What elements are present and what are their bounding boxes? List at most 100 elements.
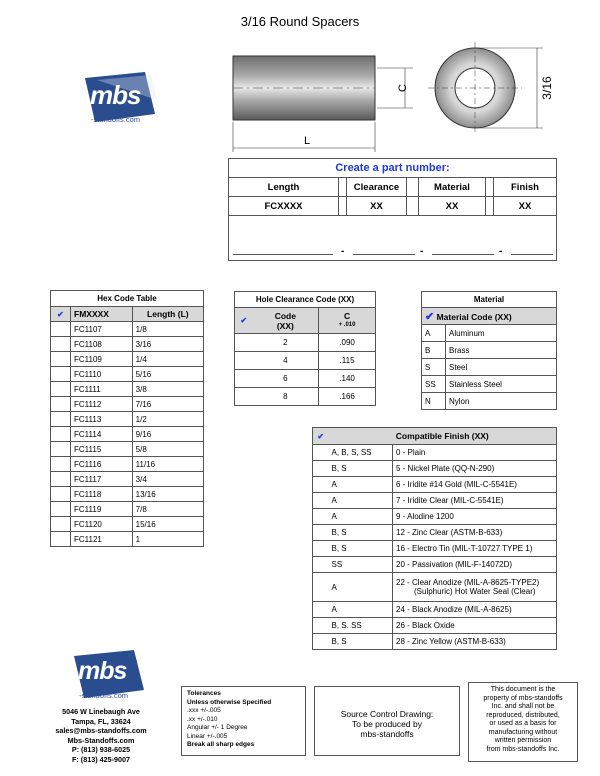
logo-mark: mbs (78, 657, 127, 685)
clearance-value: .090 (318, 333, 376, 352)
mbs-logo-icon (85, 72, 157, 122)
entry-line-clearance[interactable] (353, 254, 415, 255)
dim-c-label: C (397, 84, 409, 92)
material-code: N (421, 392, 446, 410)
material-code: SS (421, 375, 446, 393)
hex-length: 9/16 (131, 426, 205, 442)
entry-line-finish[interactable] (511, 254, 553, 255)
finish-materials: A, B, S, SS (328, 444, 393, 461)
code-finish: XX (518, 201, 532, 212)
clearance-value: .166 (318, 387, 376, 406)
entry-line-material[interactable] (432, 254, 494, 255)
hex-code: FC1110 (70, 366, 133, 382)
header-length: Length (229, 178, 339, 196)
clearance-code: 4 (252, 351, 320, 370)
hex-code: FC1107 (70, 321, 133, 337)
finish-description: 0 - Plain (392, 444, 557, 461)
company-address: 5046 W Linebaugh Ave Tampa, FL, 33624 sa… (55, 707, 147, 764)
hex-code: FC1116 (70, 456, 133, 472)
hex-length: 1 (131, 531, 205, 547)
code-length: FCXXXX (229, 197, 339, 215)
logo-url: -standoffs.com (91, 115, 141, 124)
finish-materials: B, S (328, 540, 393, 557)
mbs-logo-icon (74, 650, 144, 698)
finish-description: 26 - Black Oxide (392, 617, 557, 634)
hex-length: 1/8 (131, 321, 205, 337)
header-finish: Finish (511, 182, 539, 193)
hex-length: 3/8 (131, 381, 205, 397)
table-row: 6.140 (234, 369, 376, 388)
finish-materials: A (328, 492, 393, 509)
material-name: Nylon (445, 392, 557, 410)
hex-length: 7/16 (131, 396, 205, 412)
document-note: This document is the property of mbs-sta… (468, 682, 578, 762)
clearance-table-title: Hole Clearance Code (XX) (234, 291, 376, 308)
finish-materials: A (328, 508, 393, 525)
finish-description: 9 - Alodine 1200 (392, 508, 557, 525)
entry-line-length[interactable] (233, 254, 333, 255)
finish-description: 20 - Passivation (MIL-F-14072D) (392, 556, 557, 573)
table-row: 4.115 (234, 351, 376, 370)
logo-url: -standoffs.com (79, 691, 129, 700)
tolerances-box: Tolerances Unless otherwise Specified .x… (181, 686, 306, 756)
finish-materials: B, S (328, 460, 393, 477)
finish-materials: B, S (328, 633, 393, 650)
hex-table-title: Hex Code Table (50, 290, 204, 307)
material-table-title: Material (421, 291, 557, 308)
check-icon: ✔ (312, 427, 329, 445)
clearance-value: .140 (318, 369, 376, 388)
finish-description: 12 - Zinc Clear (ASTM-B-633) (392, 524, 557, 541)
hex-code: FC1111 (70, 381, 133, 397)
hex-length: 1/2 (131, 411, 205, 427)
finish-description: 24 - Black Anodize (MIL-A-8625) (392, 601, 557, 618)
clearance-value: .115 (318, 351, 376, 370)
material-name: Stainless Steel (445, 375, 557, 393)
finish-materials: A (328, 572, 393, 602)
hex-length: 5/16 (131, 366, 205, 382)
hex-code: FC1113 (70, 411, 133, 427)
header-clearance: Clearance (347, 178, 407, 196)
hex-code: FC1117 (70, 471, 133, 487)
finish-description: 7 - Iridite Clear (MIL-C-5541E) (392, 492, 557, 509)
table-row: 2.090 (234, 333, 376, 352)
hex-length: 5/8 (131, 441, 205, 457)
spacer-drawing: C L 3/16 (232, 42, 554, 152)
source-control-box: Source Control Drawing: To be produced b… (314, 686, 460, 756)
hex-code: FC1118 (70, 486, 133, 502)
finish-table-title: Compatible Finish (XX) (328, 427, 557, 445)
part-number-box: Create a part number: Length Clearance M… (228, 158, 557, 261)
material-name: Aluminum (445, 324, 557, 342)
material-name: Brass (445, 341, 557, 359)
material-code: A (421, 324, 446, 342)
hex-length: 7/8 (131, 501, 205, 517)
finish-description: 22 - Clear Anodize (MIL-A-8625-TYPE2)(Su… (392, 572, 557, 602)
finish-description: 28 - Zinc Yellow (ASTM-B-633) (392, 633, 557, 650)
material-sub-header: ✔ Material Code (XX) (421, 307, 557, 325)
material-code: S (421, 358, 446, 376)
page-title: 3/16 Round Spacers (240, 14, 360, 29)
code-material: XX (419, 197, 486, 215)
finish-description: 16 - Electro Tin (MIL-T-10727 TYPE 1) (392, 540, 557, 557)
finish-description: 6 - Iridite #14 Gold (MIL-C-5541E) (392, 476, 557, 493)
